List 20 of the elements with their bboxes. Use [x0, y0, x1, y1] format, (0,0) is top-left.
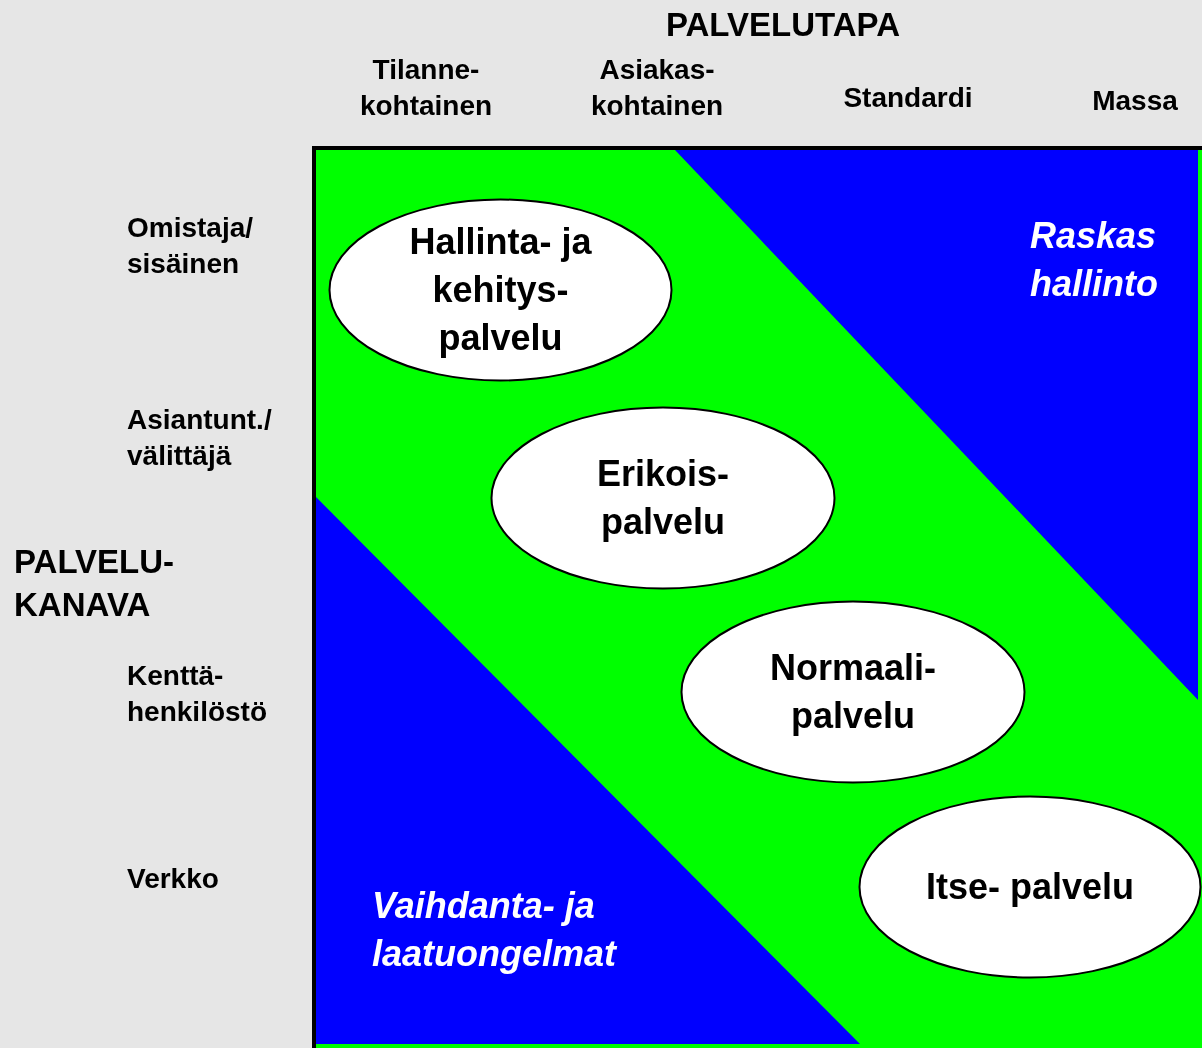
service-ellipse — [328, 198, 673, 382]
region-text: Vaihdanta- ja laatuongelmat — [372, 884, 618, 976]
row-header: Verkko — [127, 862, 220, 896]
column-header: Massa — [1091, 84, 1179, 118]
service-ellipse — [858, 795, 1202, 979]
service-ellipse — [490, 406, 836, 590]
column-header: Standardi — [842, 81, 974, 115]
ellipse-text: Hallinta- ja kehitys- palvelu — [408, 220, 593, 360]
column-header: Tilanne- kohtainen — [358, 53, 494, 124]
row-header: Kenttä- henkilöstö — [127, 659, 268, 730]
region-text: Raskas hallinto — [1030, 214, 1159, 306]
ellipse-text: Erikois- palvelu — [595, 452, 730, 544]
row-header: Omistaja/ sisäinen — [127, 211, 255, 282]
row-header: Asiantunt./ välittäjä — [127, 403, 273, 474]
axis-title: PALVELUTAPA — [664, 5, 901, 45]
column-header: Asiakas- kohtainen — [589, 53, 725, 124]
ellipse-text: Normaali- palvelu — [768, 646, 937, 738]
axis-title: PALVELU- KANAVA — [14, 542, 176, 625]
ellipse-text: Itse- palvelu — [924, 865, 1136, 910]
service-ellipse — [680, 600, 1026, 784]
